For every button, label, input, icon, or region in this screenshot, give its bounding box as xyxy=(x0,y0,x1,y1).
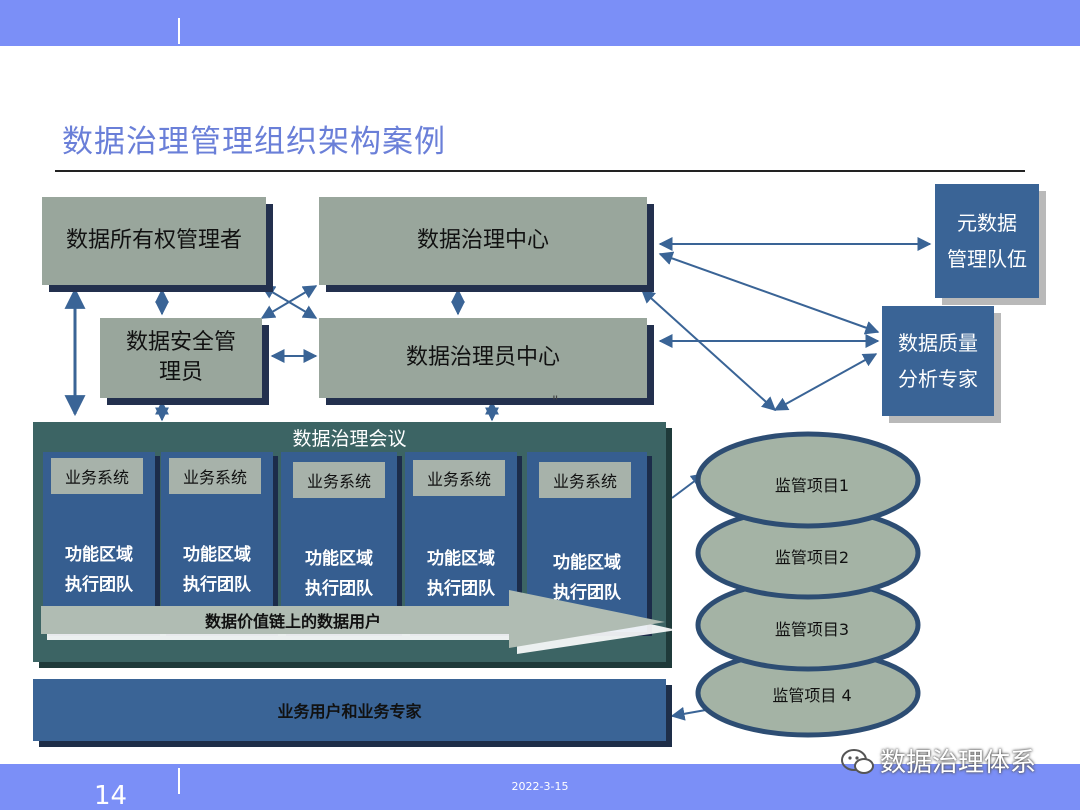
watermark-text: 数据治理体系 xyxy=(880,748,1037,778)
business-system-box: 业务系统 xyxy=(413,460,505,496)
functional-team-column: 业务系统 功能区域 执行团队 xyxy=(405,452,517,632)
execution-team-label: 执行团队 xyxy=(305,579,373,599)
data-quality-expert-label-line2: 分析专家 xyxy=(898,367,978,391)
connector-quality-projects xyxy=(773,353,878,411)
slide-title: 数据治理管理组织架构案例 xyxy=(62,124,446,160)
execution-team-label: 执行团队 xyxy=(427,579,495,599)
data-steward-center-box: 数据治理员中心 xyxy=(319,318,647,398)
data-ownership-manager-label: 数据所有权管理者 xyxy=(65,228,242,253)
functional-area-label: 功能区域 xyxy=(305,549,373,569)
functional-team-column: 业务系统 功能区域 执行团队 xyxy=(281,452,397,632)
data-governance-council: 数据治理会议 业务系统 功能区域 执行团队 业务系统 功能区域 执行团队 业务系… xyxy=(33,422,673,662)
business-system-box: 业务系统 xyxy=(539,462,631,498)
execution-team-label: 执行团队 xyxy=(183,575,251,595)
business-system-box: 业务系统 xyxy=(293,462,385,498)
metadata-team-label-line2: 管理队伍 xyxy=(947,247,1027,271)
value-chain-arrow-label: 数据价值链上的数据用户 xyxy=(204,612,381,631)
project-label: 监管项目 4 xyxy=(772,686,852,705)
data-security-admin-label-line2: 理员 xyxy=(158,360,203,385)
data-steward-center-label: 数据治理员中心 xyxy=(405,345,560,370)
value-chain-arrow-layer xyxy=(41,590,673,654)
connector-center-projects xyxy=(640,289,777,411)
data-governance-center-box: 数据治理中心 xyxy=(319,197,647,285)
data-governance-center-label: 数据治理中心 xyxy=(416,228,549,253)
bottom-band-tick xyxy=(178,768,180,794)
business-users-bar: 业务用户和业务专家 xyxy=(33,679,666,741)
top-band xyxy=(0,0,1080,46)
project-label: 监管项目3 xyxy=(774,620,850,639)
top-band-tick xyxy=(178,18,180,44)
connector-owner-steward xyxy=(260,285,318,319)
project-label: 监管项目2 xyxy=(774,548,850,567)
value-chain-arrow xyxy=(41,590,665,648)
functional-area-label: 功能区域 xyxy=(553,553,621,573)
data-security-admin-box: 数据安全管 理员 xyxy=(100,318,262,398)
execution-team-label: 执行团队 xyxy=(553,583,621,603)
slide-date: 2022-3-15 xyxy=(511,780,569,793)
business-users-label: 业务用户和业务专家 xyxy=(277,702,422,721)
project-ellipse-1 xyxy=(695,431,921,529)
project-label: 监管项目1 xyxy=(774,476,850,495)
page-number: 14 xyxy=(94,781,128,811)
functional-area-label: 功能区域 xyxy=(65,545,133,565)
functional-area-label: 功能区域 xyxy=(427,549,495,569)
functional-team-column: 业务系统 功能区域 执行团队 xyxy=(527,452,647,632)
data-quality-expert-box: 数据质量 分析专家 xyxy=(882,306,994,416)
data-quality-expert-label-line1: 数据质量 xyxy=(898,331,978,355)
data-security-admin-label-line1: 数据安全管 xyxy=(125,330,236,355)
data-ownership-manager-box: 数据所有权管理者 xyxy=(42,197,266,285)
wechat-icon xyxy=(841,749,874,774)
execution-team-label: 执行团队 xyxy=(65,575,133,595)
functional-team-column: 业务系统 功能区域 执行团队 xyxy=(43,452,155,632)
metadata-team-box: 元数据 管理队伍 xyxy=(935,184,1039,298)
business-system-box: 业务系统 xyxy=(169,458,261,494)
bottom-band xyxy=(0,764,1080,810)
title-divider xyxy=(55,170,1025,172)
metadata-team-label-line1: 元数据 xyxy=(957,211,1017,235)
business-system-box: 业务系统 xyxy=(51,458,143,494)
council-title: 数据治理会议 xyxy=(292,428,407,450)
functional-team-column: 业务系统 功能区域 执行团队 xyxy=(161,452,273,632)
functional-area-label: 功能区域 xyxy=(183,545,251,565)
stray-mark: " xyxy=(552,394,559,410)
